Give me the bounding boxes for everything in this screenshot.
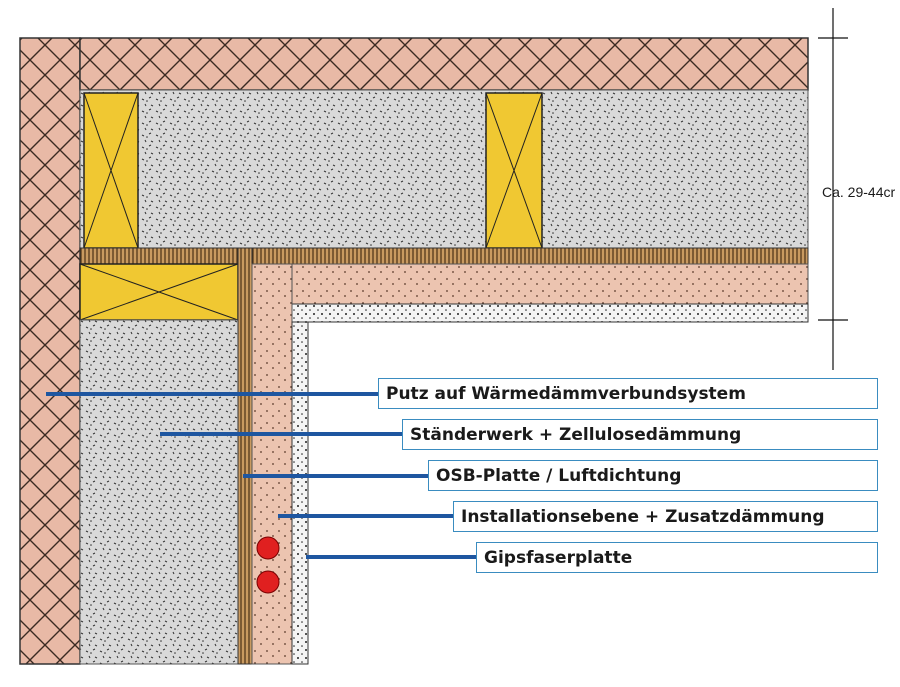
socket-icon: [256, 536, 280, 560]
label-text: Gipsfaserplatte: [484, 547, 633, 568]
label-text: OSB-Platte / Luftdichtung: [436, 465, 682, 486]
label-gipsfaser: Gipsfaserplatte: [476, 542, 878, 573]
label-installation: Installationsebene + Zusatzdämmung: [453, 501, 878, 532]
roof-beam-left: [83, 92, 139, 249]
wall-installation-layer: [251, 263, 293, 665]
roof-gypsum-board: [291, 303, 809, 323]
label-osb: OSB-Platte / Luftdichtung: [428, 460, 878, 491]
dimension-marker: [818, 8, 848, 370]
wdvs-roof-layer: [79, 37, 809, 91]
roof-beam-right: [485, 92, 543, 249]
roof-installation-layer: [291, 263, 809, 305]
roof-osb-layer: [79, 247, 809, 265]
label-wdvs: Putz auf Wärmedämmverbundsystem: [378, 378, 878, 409]
wall-osb-layer: [237, 247, 253, 665]
dimension-label: Ca. 29-44cr: [822, 184, 895, 200]
label-text: Installationsebene + Zusatzdämmung: [461, 506, 825, 527]
roof-cellulose-insulation: [79, 89, 809, 249]
socket-icon: [256, 570, 280, 594]
label-staenderwerk: Ständerwerk + Zellulosedämmung: [402, 419, 878, 450]
label-text: Putz auf Wärmedämmverbundsystem: [386, 383, 746, 404]
label-text: Ständerwerk + Zellulosedämmung: [410, 424, 742, 445]
wdvs-wall-layer: [19, 37, 81, 665]
leader-lines: [46, 392, 478, 559]
wall-top-plate: [79, 263, 239, 321]
wall-gypsum-board: [291, 321, 309, 665]
wall-cellulose-insulation: [79, 319, 239, 665]
